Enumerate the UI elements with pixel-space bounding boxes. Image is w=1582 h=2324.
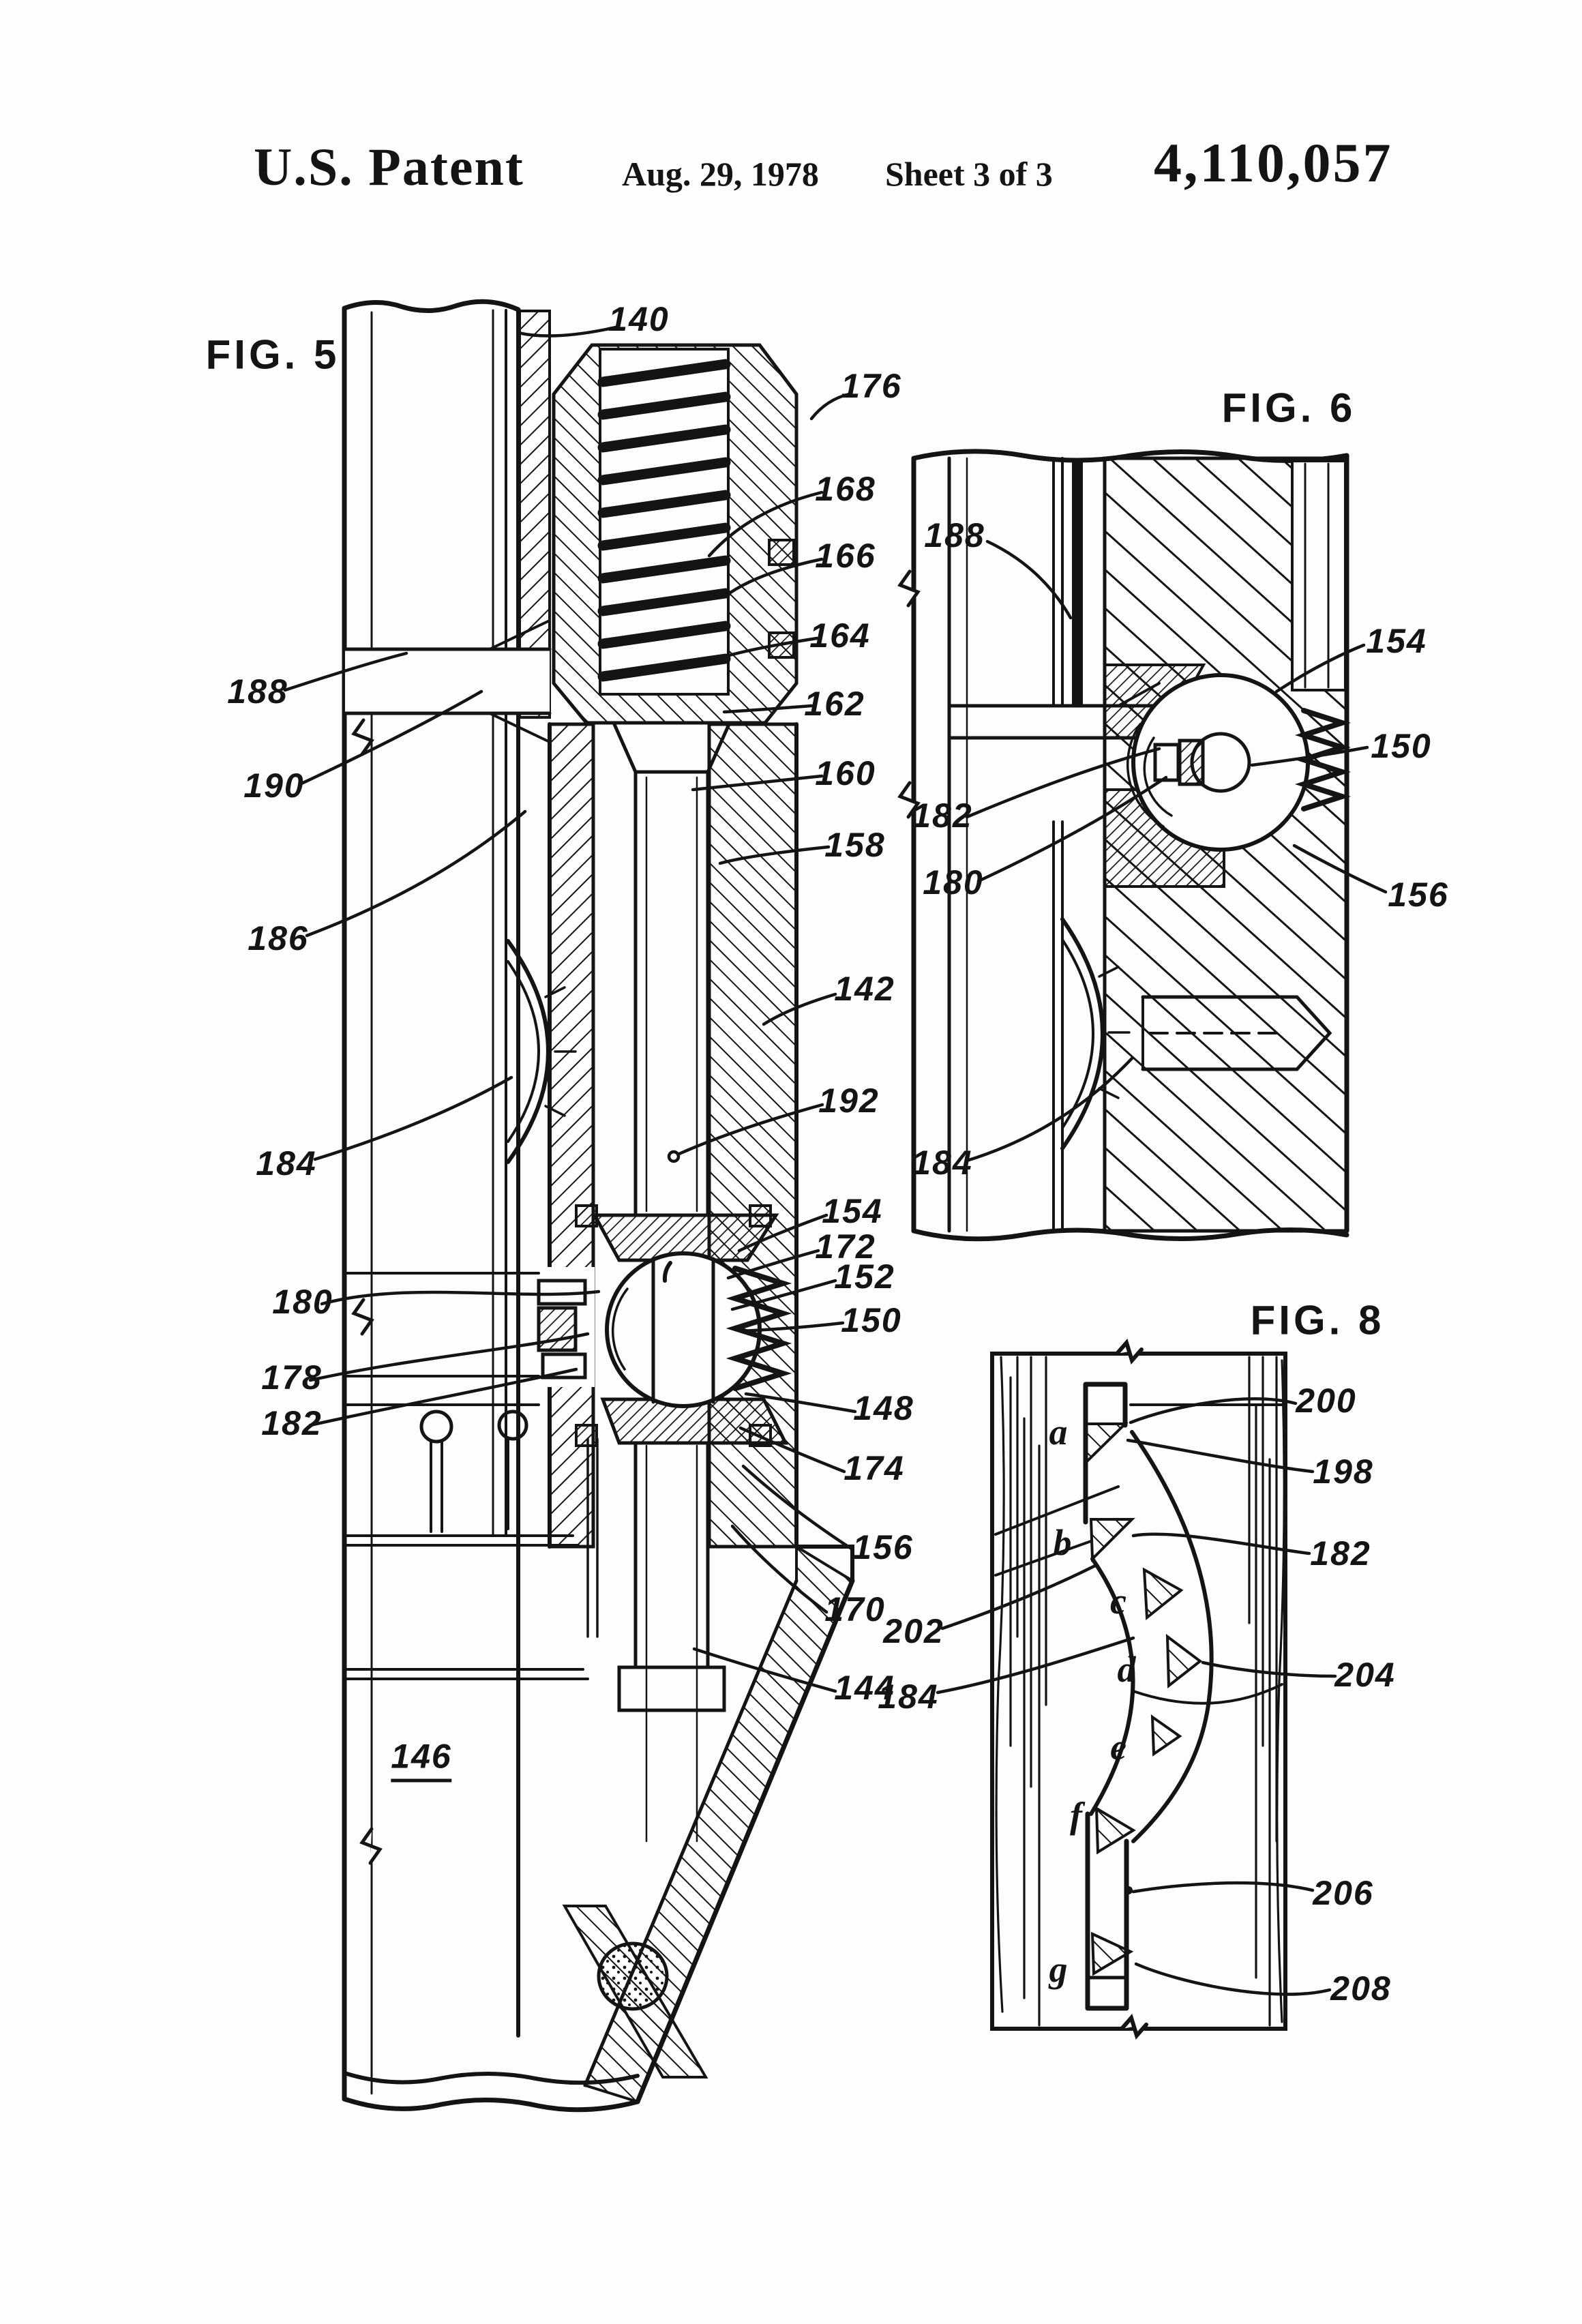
fig5-ref-180: 180 <box>272 1283 333 1321</box>
fig5-ref-156: 156 <box>852 1528 914 1566</box>
fig8-title: FIG. 8 <box>1250 1297 1385 1343</box>
fig8-point-e: e <box>1110 1727 1126 1768</box>
patent-title: U.S. Patent <box>254 137 524 196</box>
fig6-ref-182: 182 <box>912 796 973 835</box>
fig5-ref-140: 140 <box>608 300 670 338</box>
fig5-ref-146: 146 <box>391 1737 452 1783</box>
fig8-point-g: g <box>1049 1949 1068 1990</box>
fig8-drawing <box>990 1338 1287 2040</box>
patent-date: Aug. 29, 1978 <box>622 155 819 193</box>
fig8-point-d: d <box>1117 1649 1136 1690</box>
fig5-ref-176: 176 <box>841 367 902 405</box>
fig5-ref-188: 188 <box>227 672 288 711</box>
fig5-ref-164: 164 <box>809 616 871 655</box>
fig5-ref-174: 174 <box>844 1449 905 1487</box>
fig8-ref-206: 206 <box>1313 1874 1374 1912</box>
fig6-title: FIG. 6 <box>1221 385 1356 431</box>
fig5-ref-178: 178 <box>261 1358 323 1397</box>
fig5-ref-158: 158 <box>824 826 886 864</box>
leader-lines <box>283 325 1388 1996</box>
fig5-ref-144: 144 <box>834 1669 895 1707</box>
fig5-ref-160: 160 <box>815 754 876 792</box>
fig5-ref-170: 170 <box>824 1590 886 1628</box>
patent-number: 4,110,057 <box>1154 132 1393 194</box>
fig8-ref-208: 208 <box>1330 1969 1392 2008</box>
fig8-ref-198: 198 <box>1313 1452 1374 1491</box>
fig5-ref-192: 192 <box>818 1082 880 1120</box>
fig5-ref-142: 142 <box>834 970 895 1008</box>
fig6-drawing <box>897 449 1352 1242</box>
fig8-point-c: c <box>1110 1581 1126 1622</box>
fig5-ref-182: 182 <box>261 1404 323 1442</box>
fig5-ref-162: 162 <box>804 685 865 723</box>
fig8-ref-202: 202 <box>883 1612 944 1650</box>
fig5-ref-152: 152 <box>834 1257 895 1296</box>
fig6-ref-180: 180 <box>923 863 984 902</box>
fig6-ref-188: 188 <box>924 516 985 554</box>
fig5-ref-166: 166 <box>815 537 876 575</box>
fig6-ref-154: 154 <box>1366 622 1427 660</box>
fig5-ref-172: 172 <box>815 1227 876 1266</box>
fig5-ref-168: 168 <box>815 470 876 508</box>
fig5-title: FIG. 5 <box>205 331 340 378</box>
fig5-ref-184: 184 <box>256 1144 317 1182</box>
fig5-ref-190: 190 <box>243 766 305 805</box>
fig8-ref-184: 184 <box>878 1678 939 1716</box>
fig5-ref-186: 186 <box>248 919 309 957</box>
fig8-point-a: a <box>1049 1412 1068 1452</box>
fig8-point-f: f <box>1070 1795 1082 1836</box>
sheet-indicator: Sheet 3 of 3 <box>885 155 1053 193</box>
fig6-ref-184: 184 <box>912 1144 973 1182</box>
fig8-ref-204: 204 <box>1334 1656 1396 1694</box>
fig5-ref-154: 154 <box>822 1192 883 1230</box>
fig6-ref-150: 150 <box>1371 727 1432 765</box>
fig8-ref-200: 200 <box>1296 1382 1357 1420</box>
fig6-ref-156: 156 <box>1388 876 1449 914</box>
fig5-drawing <box>342 299 855 2113</box>
fig5-ref-150: 150 <box>841 1301 902 1339</box>
fig5-ref-148: 148 <box>853 1389 914 1427</box>
fig8-point-b: b <box>1053 1522 1072 1563</box>
fig8-ref-182: 182 <box>1310 1534 1371 1573</box>
